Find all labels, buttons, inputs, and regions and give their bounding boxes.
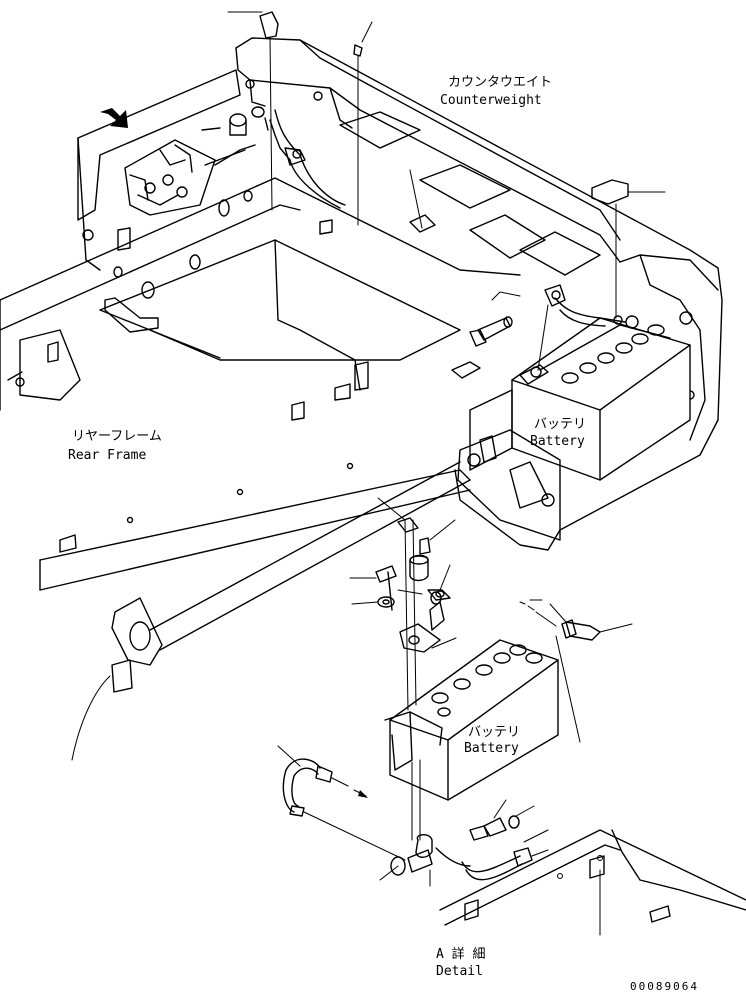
battery-detail-label-jp: バッテリ bbox=[468, 725, 520, 740]
battery-switch bbox=[124, 11, 436, 233]
counterweight-label-en: Counterweight bbox=[440, 93, 542, 108]
battery-assembled bbox=[457, 179, 691, 541]
detail-label-jp: A 詳 細 bbox=[436, 946, 485, 962]
rear-frame-label-en: Rear Frame bbox=[68, 448, 146, 463]
rear-frame bbox=[0, 177, 521, 761]
counterweight-label-jp: カウンタウエイト bbox=[448, 75, 552, 90]
drawing-number: 00089064 bbox=[630, 980, 699, 993]
counterweight bbox=[77, 37, 723, 551]
arrow-down-right-icon bbox=[100, 108, 128, 128]
detail-label-en: Detail bbox=[436, 964, 483, 979]
battery-label-jp: バッテリ bbox=[534, 417, 586, 432]
detail-a bbox=[277, 497, 746, 936]
battery-label-en: Battery bbox=[530, 434, 585, 449]
rear-frame-label-jp: リヤーフレーム bbox=[72, 429, 162, 444]
battery-detail-label-en: Battery bbox=[464, 741, 519, 756]
